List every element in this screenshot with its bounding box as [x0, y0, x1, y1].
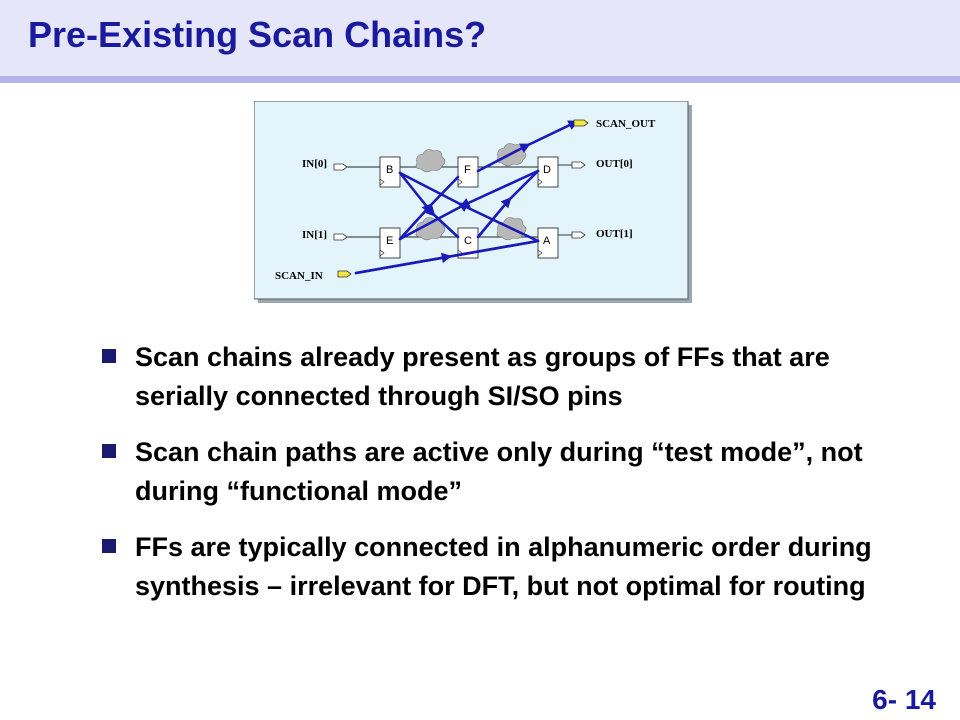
- port-in1: [333, 233, 348, 241]
- scan-chain-path: [354, 120, 579, 275]
- ff-label-b: B: [386, 164, 393, 176]
- label-scan-out: SCAN_OUT: [596, 118, 656, 130]
- flip-flop-boxes: [379, 156, 559, 259]
- scan-wire-f-to-out: [476, 120, 579, 173]
- port-in0: [333, 163, 348, 171]
- ff-box-e: [379, 227, 401, 259]
- bullet-square-icon: [102, 349, 116, 363]
- clock-markers: [379, 178, 543, 257]
- label-out1: OUT[1]: [596, 228, 633, 240]
- ff-box-c: [457, 227, 479, 259]
- page-number: 6- 14: [872, 684, 936, 715]
- bullet-list: Scan chains already present as groups of…: [100, 338, 900, 623]
- bullet-item: Scan chains already present as groups of…: [100, 338, 900, 416]
- scan-wire-c-to-d: [476, 169, 540, 239]
- label-scan-in: SCAN_IN: [275, 270, 323, 282]
- scan-chain-diagram: B F D E C A IN[0] IN[1] S: [254, 101, 694, 305]
- bullet-square-icon: [102, 539, 116, 553]
- bullet-item: FFs are typically connected in alphanume…: [100, 528, 900, 606]
- bullet-item: Scan chain paths are active only during …: [100, 433, 900, 511]
- port-out1: [571, 231, 586, 239]
- label-in1: IN[1]: [302, 229, 327, 241]
- port-scan-out: [573, 119, 589, 127]
- ff-label-e: E: [386, 235, 393, 247]
- bullet-text: Scan chains already present as groups of…: [135, 342, 830, 411]
- scan-chain-svg: B F D E C A IN[0] IN[1] S: [254, 101, 692, 303]
- slide-title: Pre-Existing Scan Chains?: [28, 14, 487, 55]
- scan-wire-d-to-e: [398, 169, 540, 241]
- port-scan-in: [337, 270, 352, 278]
- logic-clouds: [415, 143, 527, 241]
- diagram-panel: [254, 101, 689, 300]
- ff-label-d: D: [543, 164, 551, 176]
- cloud-icon: [415, 149, 446, 173]
- ff-label-f: F: [464, 164, 471, 176]
- title-bar: [0, 0, 960, 76]
- label-out0: OUT[0]: [596, 158, 633, 170]
- bullet-square-icon: [102, 444, 116, 458]
- ff-label-c: C: [464, 235, 472, 247]
- cloud-icon: [415, 217, 446, 241]
- ff-label-a: A: [543, 235, 551, 247]
- bullet-text: Scan chain paths are active only during …: [135, 437, 863, 506]
- port-shapes: [333, 119, 589, 278]
- title-underline: [0, 76, 960, 83]
- port-out0: [571, 161, 586, 169]
- ff-box-a: [537, 227, 559, 259]
- bullet-text: FFs are typically connected in alphanume…: [135, 532, 872, 601]
- label-in0: IN[0]: [302, 158, 327, 170]
- scan-wire-e-to-f: [398, 175, 460, 241]
